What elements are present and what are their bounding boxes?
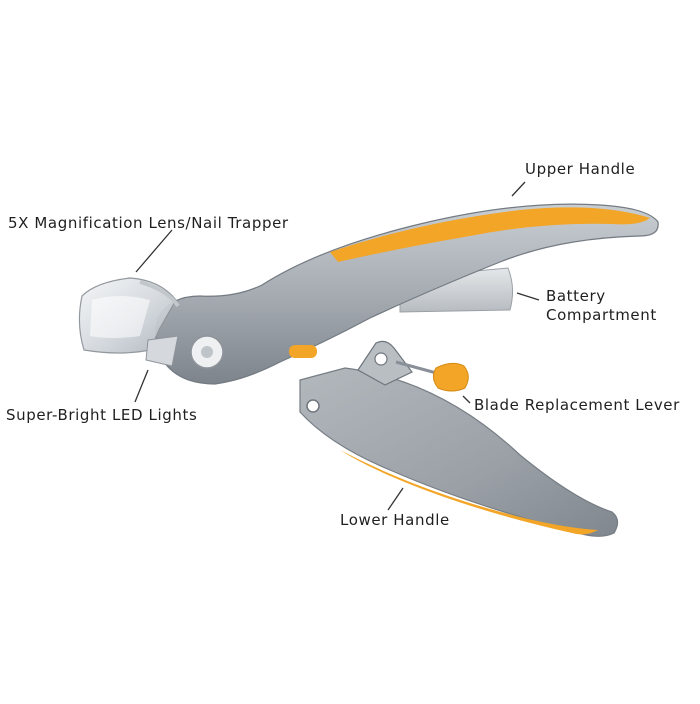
leader-lines: [134, 181, 540, 511]
blade-replacement-lever: [357, 340, 469, 392]
lower-handle: [299, 367, 619, 537]
upper-handle: [155, 203, 659, 385]
upper-handle-grip: [330, 207, 650, 262]
label-magnification-lens: 5X Magnification Lens/Nail Trapper: [8, 214, 289, 232]
label-led-lights: Super-Bright LED Lights: [6, 406, 198, 424]
label-battery-line2: Compartment: [546, 306, 657, 324]
label-blade-lever: Blade Replacement Lever: [474, 396, 680, 414]
label-lower-handle: Lower Handle: [340, 511, 450, 529]
power-button-icon: [289, 345, 317, 358]
label-battery-line1: Battery: [546, 287, 606, 305]
magnification-lens: [78, 277, 180, 354]
pivot-pin-lower: [306, 399, 320, 413]
label-upper-handle: Upper Handle: [525, 160, 636, 178]
led-lights: [145, 335, 179, 367]
